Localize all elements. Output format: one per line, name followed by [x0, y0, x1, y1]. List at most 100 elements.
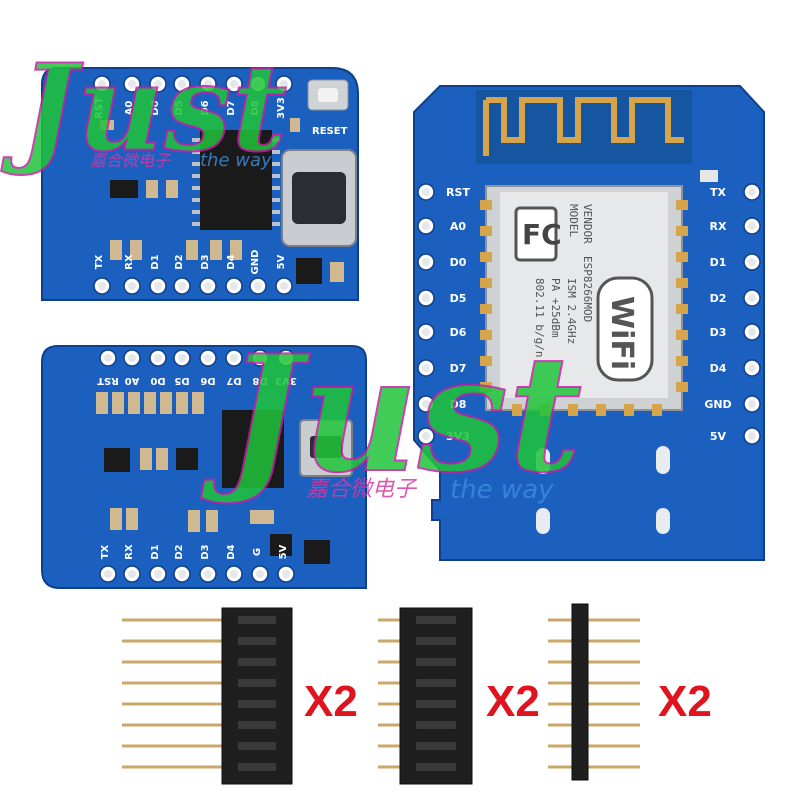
pin-label-d5: D5	[174, 375, 189, 386]
wifi-left-pad-hole-3	[422, 294, 430, 302]
pin-label-5v: 5V	[278, 544, 289, 559]
wifi-board: FC MODEL VENDOR ESP8266MOD ISM 2.4GHz PA…	[413, 85, 765, 561]
pin-label-3v3: 3V3	[446, 430, 470, 443]
fc-mark: FC	[522, 218, 562, 251]
typec-bottom-pad-hole-4	[204, 282, 212, 290]
wifi-right-pad-hole-4	[748, 328, 756, 336]
micro-top-pad-hole-6	[256, 354, 264, 362]
pin-label-d4: D4	[226, 254, 237, 269]
pin-label-d5: D5	[174, 100, 185, 115]
module-standard: 802.11 b/g/n	[533, 278, 546, 357]
micro-bottom-pad-hole-4	[204, 570, 212, 578]
typec-bottom-pad-hole-3	[178, 282, 186, 290]
typec-top-pad-hole-2	[154, 80, 162, 88]
pin-label-rx: RX	[124, 254, 135, 270]
pin-label-d3: D3	[200, 254, 211, 269]
module-model-name: ESP8266MOD	[581, 256, 594, 322]
typec-bottom-pad-hole-2	[154, 282, 162, 290]
pin-label-d2: D2	[710, 292, 727, 305]
pin-label-d0: D0	[150, 100, 161, 115]
wifi-badge: WiFi	[596, 276, 654, 382]
watermark-logo-top: Just	[1, 38, 287, 179]
usb-typec-port	[292, 172, 346, 224]
micro-bottom-pad-hole-0	[104, 570, 112, 578]
pin-label-rx: RX	[124, 544, 135, 560]
wifi-right-pad-hole-0	[748, 188, 756, 196]
pin-label-rst: RST	[446, 186, 470, 199]
wifi-right-pad-hole-7	[748, 432, 756, 440]
module-pa: PA +25dBm	[549, 278, 562, 338]
micro-top-pads	[99, 349, 295, 367]
wifi-left-pad-hole-2	[422, 258, 430, 266]
wifi-right-pad-hole-5	[748, 364, 756, 372]
micro-top-pad-hole-5	[230, 354, 238, 362]
pin-label-tx: TX	[710, 186, 727, 199]
wifi-badge-text: WiFi	[604, 296, 639, 370]
pin-label-d1: D1	[150, 544, 161, 559]
wifi-right-pad-hole-1	[748, 222, 756, 230]
pin-label-5v: 5V	[710, 430, 727, 443]
wifi-left-pad-hole-7	[422, 432, 430, 440]
pin-label-d8: D8	[450, 398, 467, 411]
pin-label-d3: D3	[200, 544, 211, 559]
pin-label-a0: A0	[450, 220, 467, 233]
pin-label-d0: D0	[150, 375, 165, 386]
pin-label-d6: D6	[450, 326, 467, 339]
typec-bottom-pad-hole-7	[280, 282, 288, 290]
micro-top-pad-hole-4	[204, 354, 212, 362]
pin-label-d1: D1	[710, 256, 727, 269]
pin-label-gnd: GND	[704, 398, 731, 411]
reset-button-cap	[318, 88, 338, 102]
wifi-board-slots	[536, 446, 670, 534]
pin-label-d7: D7	[450, 362, 467, 375]
micro-top-pad-hole-7	[282, 354, 290, 362]
pin-label-d7: D7	[226, 375, 241, 386]
module-ism: ISM 2.4GHz	[565, 278, 578, 344]
watermark-cn-center: 嘉合微电子	[306, 477, 418, 502]
typec-bottom-pad-hole-0	[98, 282, 106, 290]
wifi-left-pads	[417, 183, 435, 445]
pin-label-rst: RST	[94, 97, 105, 119]
module-castellated-pads	[480, 200, 688, 416]
micro-bottom-pads	[99, 565, 295, 583]
long-female-header	[122, 607, 293, 785]
short-female-header	[378, 607, 473, 785]
module-vendor-label: VENDOR	[581, 204, 594, 244]
pin-label-d0: D0	[450, 256, 467, 269]
pin-label-d3: D3	[710, 326, 727, 339]
pin-label-rst: RST	[97, 375, 119, 386]
typec-top-pad-hole-4	[204, 80, 212, 88]
typec-smd-components	[100, 118, 344, 284]
micro-bottom-pad-hole-7	[282, 570, 290, 578]
typec-bottom-pad-hole-5	[230, 282, 238, 290]
wifi-left-pad-hole-0	[422, 188, 430, 196]
micro-bottom-pad-hole-5	[230, 570, 238, 578]
micro-bottom-pad-hole-3	[178, 570, 186, 578]
pin-label-d1: D1	[150, 254, 161, 269]
pin-label-gnd: GND	[250, 250, 261, 275]
watermark-center: Just 嘉合微电子 the way	[199, 319, 583, 509]
ch340-chip-pins	[192, 138, 280, 226]
watermark-top: Just 嘉合微电子 the way	[0, 37, 288, 180]
wifi-left-pad-hole-1	[422, 222, 430, 230]
micro-ch340-chip	[222, 410, 284, 488]
typec-bottom-pads	[93, 277, 293, 295]
pcb-antenna-trace	[483, 97, 684, 156]
micro-bottom-pad-hole-1	[128, 570, 136, 578]
watermark-en-center: the way	[450, 475, 554, 505]
pin-label-tx: TX	[94, 254, 105, 269]
quantity-long-female: X2	[304, 677, 358, 726]
watermark-logo-center: Just	[200, 320, 582, 508]
pin-label-d4: D4	[226, 544, 237, 559]
quantity-male-header: X2	[658, 677, 712, 726]
pin-label-5v: 5V	[276, 254, 287, 269]
pin-label-d2: D2	[174, 254, 185, 269]
micro-top-pad-hole-1	[128, 354, 136, 362]
